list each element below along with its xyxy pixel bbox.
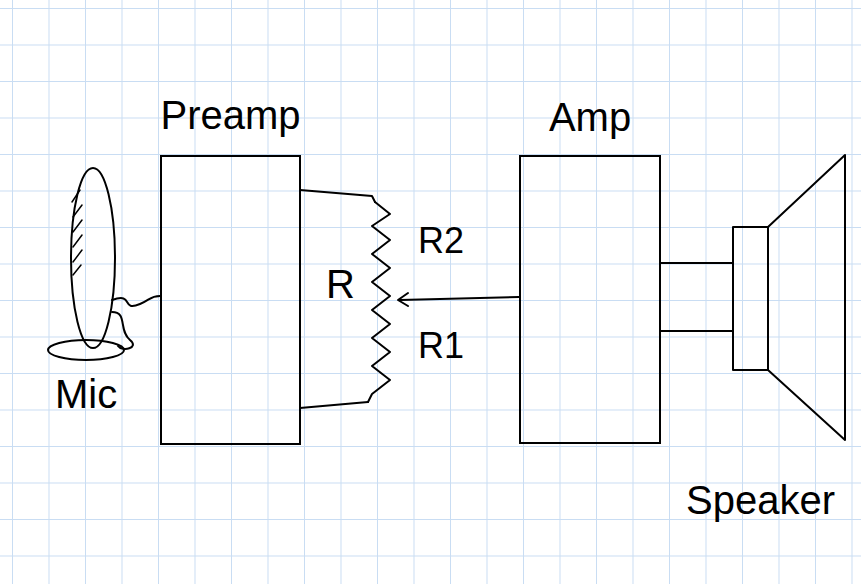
- wire: [300, 402, 368, 408]
- part-label: Mic: [55, 372, 117, 417]
- resistor-label: R: [326, 262, 355, 307]
- wire: [300, 190, 375, 202]
- speaker-cone: [768, 155, 845, 440]
- block-box: Amp: [519, 155, 661, 444]
- block-box: Preamp: [160, 155, 301, 445]
- microphone-cable: [112, 296, 160, 349]
- wiper-wire: [400, 297, 519, 300]
- resistor-symbol: [368, 202, 390, 402]
- block-title: Amp: [549, 95, 631, 140]
- microphone-grille: [72, 190, 82, 275]
- microphone-head: [71, 168, 115, 348]
- wiper-arrow: [398, 293, 408, 306]
- speaker-magnet: [733, 227, 768, 370]
- resistor-label: R1: [418, 325, 464, 367]
- wire: [660, 263, 733, 331]
- resistor-label: R2: [418, 220, 464, 262]
- part-label: Speaker: [686, 478, 835, 523]
- microphone-base: [48, 340, 124, 360]
- block-title: Preamp: [160, 93, 300, 138]
